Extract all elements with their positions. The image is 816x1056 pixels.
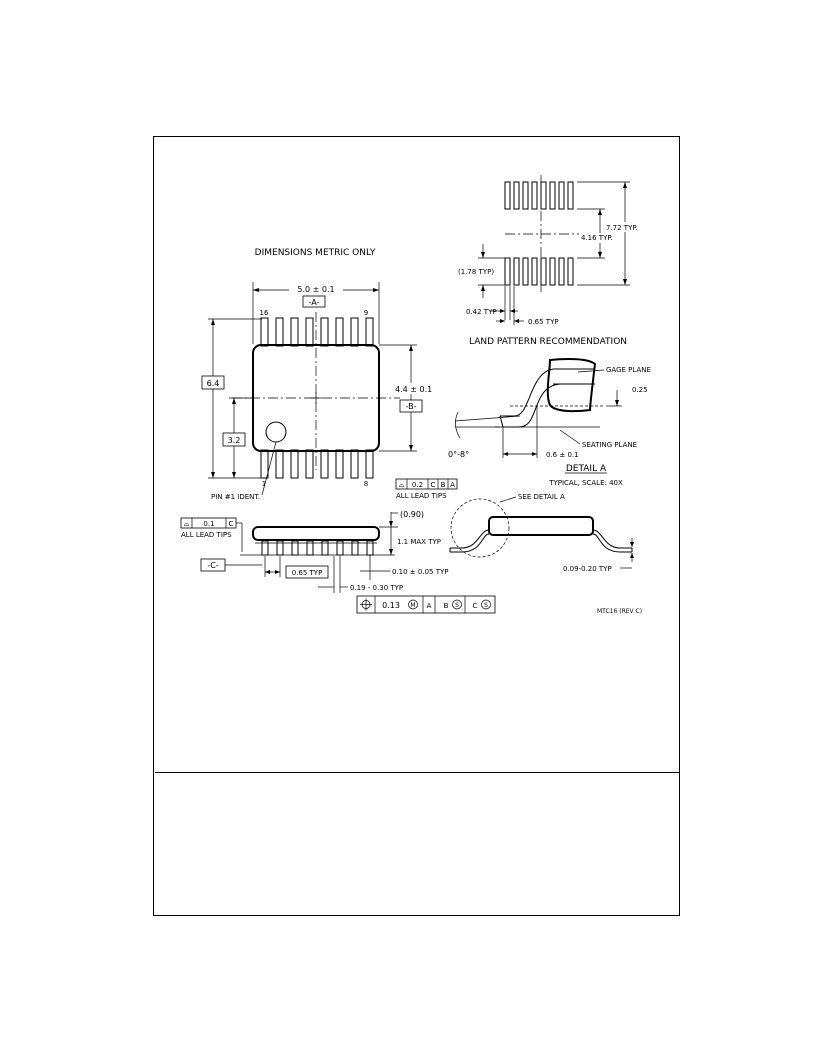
lead-width-label: 0.19 - 0.30 TYP [350,584,403,592]
detail-a-scale: TYPICAL, SCALE: 40X [548,479,623,487]
datum-b-box [399,399,423,413]
half-height-label: 3.2 [228,436,241,445]
seating-plane-label: SEATING PLANE [582,441,637,449]
fcf-pos-m: M [410,602,415,609]
fcf-pos-b: B [444,602,449,610]
body-width-label: 5.0 ± 0.1 [297,285,334,294]
overall-height-box [201,375,225,390]
overall-height-label: 6.4 [207,379,220,388]
pin1-ident-dot [265,421,287,443]
fcf-top-symbol: ⌓ [399,481,405,489]
see-detail-label: SEE DETAIL A [518,493,565,501]
lp-065-label: 0.65 TYP [528,318,559,326]
body-height-dimension [379,344,444,452]
all-lead-tips-side: ALL LEAD TIPS [181,531,232,539]
fcf-pos-a: A [427,602,432,610]
overall-height-dimension [208,318,262,479]
top-leads [260,317,374,347]
angle-arc [455,411,461,439]
foot-length-dimension [502,405,538,458]
datum-c-label: -C- [207,561,218,570]
angle-label: 0°-8° [448,450,469,459]
pitch-label: 0.65 TYP [292,569,323,577]
body-width-dimension: 5.0 ± 0.1 [252,282,380,344]
detail-a-title: DETAIL A [566,464,607,474]
pin-8-label: 8 [364,480,368,488]
fcf-top-c: C [431,481,436,489]
fcf-top-b: B [441,481,446,489]
max-height-label: 1.1 MAX TYP [397,538,441,546]
frame-divider [155,772,679,773]
fcf-pos-c: C [473,602,478,610]
lp-416-dimension [577,208,623,259]
fcf-pos-value: 0.13 [382,601,400,610]
pin1-leader [261,441,277,496]
fcf-side-symbol: ⌓ [184,520,190,528]
angle-line [454,415,521,422]
standoff-label: 0.10 ± 0.05 TYP [392,568,449,576]
dimensions-title: DIMENSIONS METRIC ONLY [255,248,376,258]
land-pattern-top-pads [504,181,574,210]
package-body-side [252,526,380,541]
pin1-ident-label: PIN #1 IDENT. [211,493,260,501]
fcf-top-value: 0.2 [412,481,423,489]
land-pattern-title: LAND PATTERN RECOMMENDATION [469,337,627,347]
gage-plane-label: GAGE PLANE [606,366,651,374]
lead-width-dimension [318,556,348,593]
fcf-lead-tips-top [395,478,458,490]
detail-a-lead [499,358,597,428]
lp-pad-width-dimension [490,286,524,325]
pin-1-label: 1 [262,480,266,488]
dim-090-label: (0.90) [400,510,424,519]
foot-length-label: 0.6 ± 0.1 [546,451,579,459]
lp-772-dimension [577,181,643,286]
body-height-label: 4.4 ± 0.1 [395,385,432,394]
lp-042-label: 0.42 TYP [466,308,497,316]
side-height-dimensions [379,512,398,555]
lp-178-dimension [478,244,505,298]
fcf-top-a: A [450,481,455,489]
land-pattern-bottom-pads [504,257,574,286]
lead-thickness-label: 0.09-0.20 TYP [563,565,612,573]
bottom-leads [260,449,374,479]
datum-b-label: -B- [406,402,417,411]
drawing-code: MTC16 (REV C) [597,608,642,615]
lp-772-label: 7.72 TYP. [606,224,638,232]
pitch-box [285,565,329,579]
drawing-frame [153,136,680,916]
lp-416-label: 4.16 TYP. [581,234,613,242]
half-height-box [222,432,246,447]
pin-9-label: 9 [364,309,368,317]
dim-025-label: 0.25 [632,386,648,394]
pitch-dimension [264,556,281,577]
all-lead-tips-top: ALL LEAD TIPS [396,492,447,500]
fcf-side-value: 0.1 [203,520,214,528]
lp-178-label: (1.78 TYP) [458,268,494,276]
fcf-pos-s2: S [484,602,488,609]
pin-16-label: 16 [260,309,269,317]
fcf-pos-s1: S [455,602,459,609]
datum-a-box [302,295,326,308]
end-view [449,498,633,558]
datum-a-label: -A- [309,298,320,307]
fcf-position [356,595,496,614]
fcf-side-c: C [229,520,234,528]
